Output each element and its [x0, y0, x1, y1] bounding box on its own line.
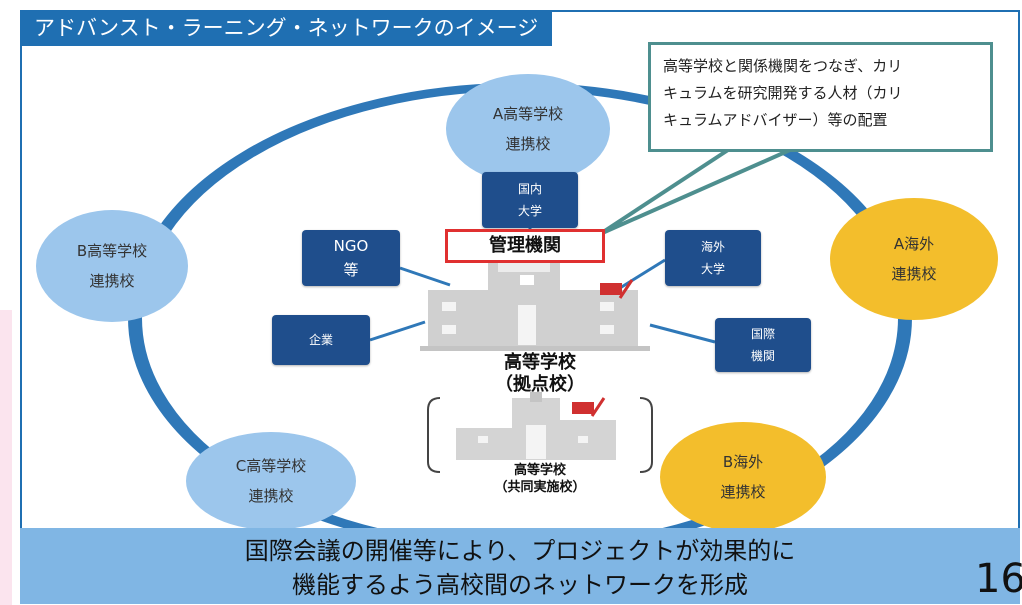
school-node-a-role: 連携校 — [505, 135, 551, 153]
page-number: 16 — [975, 556, 1022, 602]
hub-school-name: 高等学校 — [504, 352, 576, 373]
hub-school-role: （拠点校） — [495, 374, 585, 395]
overseas-node-b-name: B海外 — [722, 453, 764, 471]
callout-pointer — [598, 148, 792, 236]
joint-school-name: 高等学校 — [513, 463, 566, 478]
school-node-b-name: B高等学校 — [76, 242, 148, 260]
joint-school-label: 高等学校 （共同実施校） — [430, 462, 650, 496]
footer-line-2: 機能するよう高校間のネットワークを形成 — [292, 571, 748, 599]
partner-ngo: NGO 等 — [302, 230, 400, 286]
school-node-a-name: A高等学校 — [492, 105, 564, 123]
school-node-c-role: 連携校 — [248, 487, 294, 505]
school-node-b-role: 連携校 — [89, 272, 135, 290]
connector-ngo — [399, 266, 451, 287]
callout-box: 高等学校と関係機関をつなぎ、カリ キュラムを研究開発する人材（カリ キュラムアド… — [648, 42, 993, 152]
connector-overseas-univ — [619, 258, 666, 290]
partner-ngo-line2: 等 — [343, 261, 359, 279]
footer-banner: 国際会議の開催等により、プロジェクトが効果的に 機能するよう高校間のネットワーク… — [20, 528, 1020, 604]
joint-school-role: （共同実施校） — [494, 480, 586, 495]
hub-building-icon — [420, 258, 650, 351]
overseas-node-b-role: 連携校 — [720, 483, 766, 501]
partner-overseas-univ: 海外 大学 — [665, 230, 761, 286]
management-label: 管理機関 — [445, 229, 605, 263]
school-node-b: B高等学校 連携校 — [36, 210, 188, 322]
joint-school-bracket — [427, 397, 653, 473]
partner-overseas-univ-line1: 海外 — [700, 240, 725, 254]
school-node-c: C高等学校 連携校 — [186, 432, 356, 530]
callout-line-1: 高等学校と関係機関をつなぎ、カリ — [663, 57, 903, 75]
partner-domestic-univ: 国内 大学 — [482, 172, 578, 228]
partner-ngo-line1: NGO — [333, 237, 369, 255]
hub-school-label: 高等学校 （拠点校） — [430, 352, 650, 396]
partner-company-line1: 企業 — [308, 333, 333, 347]
partner-company: 企業 — [272, 315, 370, 365]
footer-line-1: 国際会議の開催等により、プロジェクトが効果的に — [244, 537, 796, 565]
diagram-title: アドバンスト・ラーニング・ネットワークのイメージ — [20, 10, 553, 46]
school-node-c-name: C高等学校 — [235, 457, 307, 475]
connector-intl-org — [649, 323, 716, 344]
overseas-node-a: A海外 連携校 — [830, 198, 998, 320]
ssh-logo-icon-joint — [572, 397, 606, 417]
partner-intl-org-line1: 国際 — [750, 327, 775, 341]
partner-domestic-univ-line2: 大学 — [517, 204, 542, 218]
school-node-a: A高等学校 連携校 — [446, 74, 610, 184]
side-accent-bar — [0, 310, 12, 605]
partner-overseas-univ-line2: 大学 — [700, 262, 725, 276]
overseas-node-a-role: 連携校 — [891, 265, 937, 283]
ssh-logo-icon — [600, 279, 634, 299]
partner-intl-org-line2: 機関 — [750, 349, 775, 363]
callout-line-2: キュラムを研究開発する人材（カリ — [663, 84, 903, 102]
callout-line-3: キュラムアドバイザー）等の配置 — [663, 111, 888, 129]
connector-company — [369, 320, 426, 342]
partner-intl-org: 国際 機関 — [715, 318, 811, 372]
overseas-node-a-name: A海外 — [893, 235, 935, 253]
partner-domestic-univ-line1: 国内 — [517, 182, 542, 196]
joint-school-building-icon — [456, 392, 616, 460]
overseas-node-b: B海外 連携校 — [660, 422, 826, 532]
